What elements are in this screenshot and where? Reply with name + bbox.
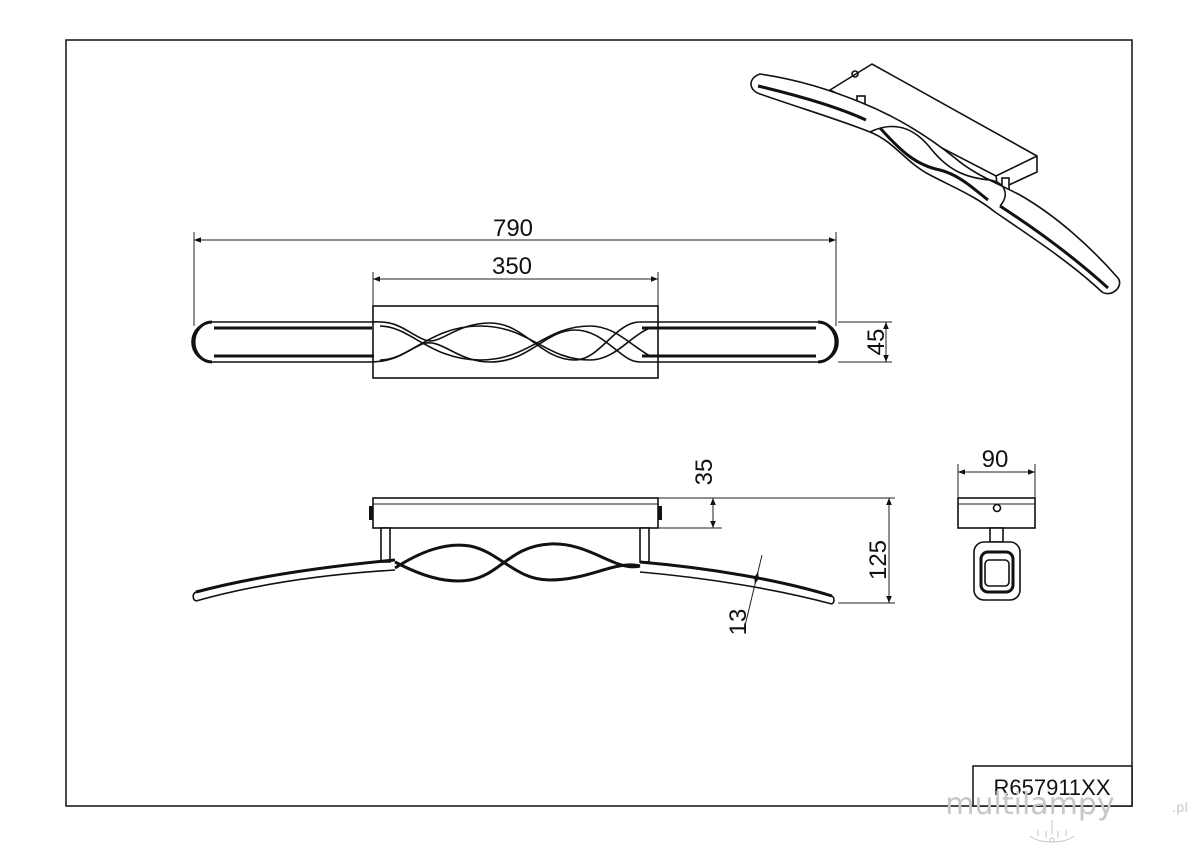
front-view-base-plate — [372, 497, 659, 529]
dim-35-label: 35 — [691, 459, 718, 486]
top-view-bar-inner — [214, 326, 816, 358]
watermark-text: multilampy — [945, 787, 1114, 822]
dim-90-label: 90 — [982, 446, 1009, 473]
side-view-bar-profile — [973, 541, 1021, 601]
iso-twist — [869, 125, 1006, 207]
dim-790-label: 790 — [493, 215, 533, 242]
dim-45-label: 45 — [863, 329, 890, 356]
isometric-view — [750, 63, 1121, 295]
front-view-stem-left — [380, 527, 391, 563]
top-view-twist-a — [379, 325, 651, 361]
dim-350-label: 350 — [492, 253, 532, 280]
product-code-box — [972, 765, 1133, 807]
chandelier-icon — [1029, 820, 1075, 843]
title-block: R657911XX — [972, 765, 1133, 807]
side-view: 90 — [957, 446, 1036, 601]
dim-125-label: 125 — [865, 540, 892, 580]
drawing-frame — [65, 39, 1133, 807]
dim-13-label: 13 — [725, 609, 752, 636]
iso-light-bar — [750, 73, 1121, 295]
top-view: 790 350 45 — [191, 215, 892, 379]
front-view-stem-right — [639, 527, 650, 563]
watermark-suffix: .pl — [1172, 801, 1188, 816]
front-view-twist-a — [394, 542, 641, 583]
product-code: R657911XX — [993, 775, 1110, 800]
top-view-twist-b — [379, 325, 651, 361]
front-view-light-bar — [195, 558, 833, 598]
top-view-base-plate — [372, 305, 659, 379]
front-view: 35 125 13 — [192, 459, 895, 636]
side-view-base-plate — [957, 497, 1036, 529]
front-view-twist-b — [394, 543, 641, 582]
watermark: multilampy .pl — [945, 787, 1188, 843]
dim-13-line — [743, 554, 763, 631]
